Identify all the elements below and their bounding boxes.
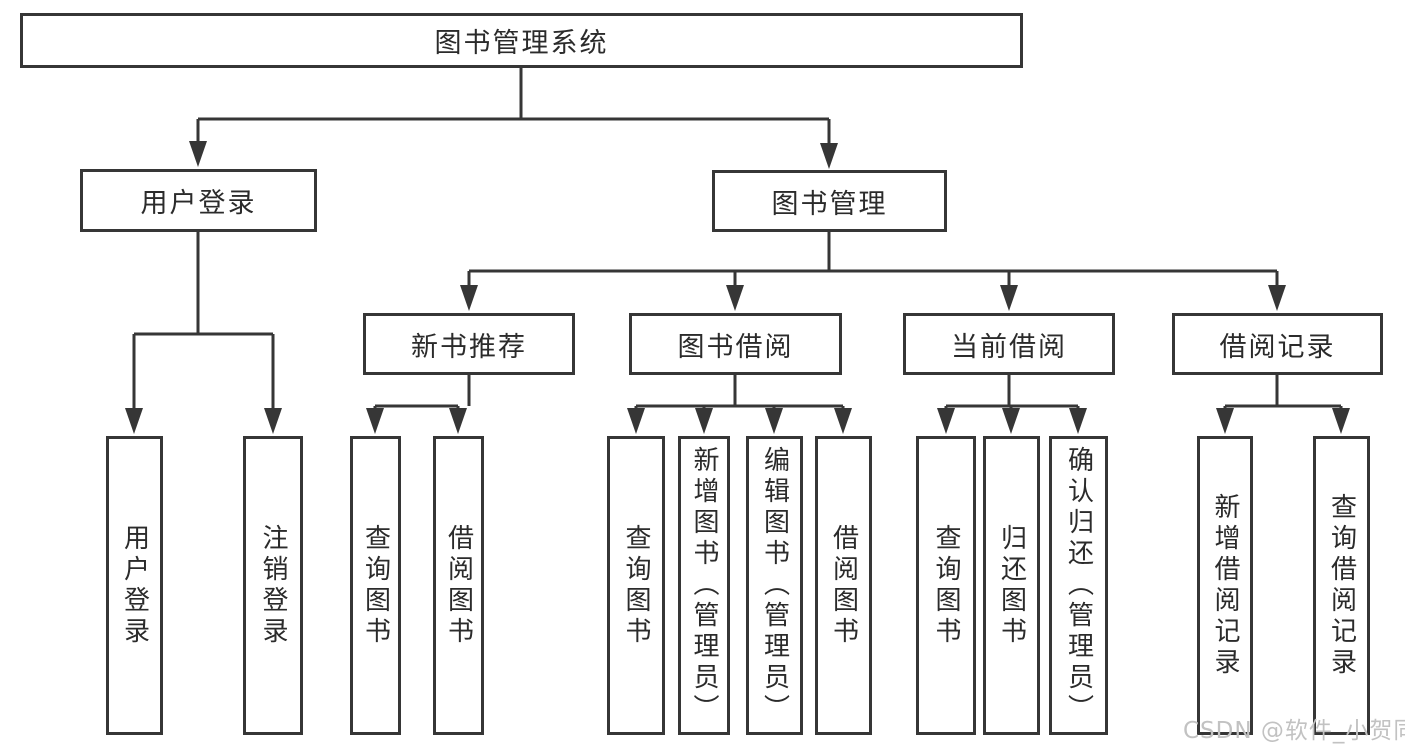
csdn-watermark: CSDN @软件_小贺同学 bbox=[1183, 718, 1405, 744]
node-book-borrow: 图书借阅 bbox=[629, 313, 842, 375]
leaf-label: 新增借阅记录 bbox=[1210, 492, 1240, 679]
arrowhead bbox=[449, 408, 467, 434]
leaf-label: 查询借阅记录 bbox=[1326, 492, 1357, 679]
leaf-label: 用户登录 bbox=[119, 523, 150, 648]
arrowhead bbox=[189, 141, 207, 167]
leaf-label: 归还图书 bbox=[996, 523, 1027, 648]
arrowhead bbox=[264, 408, 282, 434]
leaf-query-book-borrow: 查询图书 bbox=[607, 436, 665, 735]
arrowhead bbox=[1216, 408, 1234, 434]
leaf-edit-book-admin: 编辑图书（管理员） bbox=[746, 436, 803, 735]
arrowhead bbox=[460, 285, 478, 311]
leaf-confirm-return-admin: 确认归还（管理员） bbox=[1049, 436, 1108, 735]
leaf-label: 借阅图书 bbox=[443, 523, 474, 648]
arrowhead bbox=[834, 408, 852, 434]
node-new-book-recommend: 新书推荐 bbox=[363, 313, 575, 375]
leaf-borrow-book: 借阅图书 bbox=[815, 436, 872, 735]
node-user-login-group: 用户登录 bbox=[80, 169, 317, 232]
arrowhead bbox=[765, 408, 783, 434]
node-borrow-records: 借阅记录 bbox=[1172, 313, 1383, 375]
leaf-label: 新增图书（管理员） bbox=[689, 446, 719, 725]
leaf-label: 注销登录 bbox=[258, 523, 288, 648]
leaf-add-borrow-record: 新增借阅记录 bbox=[1197, 436, 1253, 735]
arrowhead bbox=[1332, 408, 1350, 434]
leaf-user-login: 用户登录 bbox=[106, 436, 163, 735]
arrowhead bbox=[125, 408, 143, 434]
arrowhead bbox=[1268, 285, 1286, 311]
leaf-label: 借阅图书 bbox=[828, 523, 859, 648]
leaf-query-book-current: 查询图书 bbox=[916, 436, 976, 735]
leaf-label: 查询图书 bbox=[360, 523, 391, 648]
node-current-borrow: 当前借阅 bbox=[903, 313, 1115, 375]
arrowhead bbox=[695, 408, 713, 434]
arrowhead bbox=[1000, 285, 1018, 311]
arrowhead bbox=[937, 408, 955, 434]
node-root: 图书管理系统 bbox=[20, 13, 1023, 68]
arrowhead bbox=[366, 408, 384, 434]
leaf-borrow-book-recommend: 借阅图书 bbox=[433, 436, 484, 735]
arrowhead bbox=[1069, 408, 1087, 434]
arrowhead-icons bbox=[125, 141, 1350, 434]
node-book-management: 图书管理 bbox=[712, 170, 947, 232]
leaf-return-book: 归还图书 bbox=[983, 436, 1040, 735]
leaf-label: 查询图书 bbox=[621, 523, 651, 648]
leaf-query-borrow-record: 查询借阅记录 bbox=[1313, 436, 1370, 735]
arrowhead bbox=[627, 408, 645, 434]
leaf-add-book-admin: 新增图书（管理员） bbox=[678, 436, 730, 735]
leaf-query-book-recommend: 查询图书 bbox=[350, 436, 401, 735]
arrowhead bbox=[1002, 408, 1020, 434]
arrowhead bbox=[820, 143, 838, 169]
arrowhead bbox=[726, 285, 744, 311]
leaf-label: 查询图书 bbox=[931, 523, 961, 648]
leaf-label: 编辑图书（管理员） bbox=[759, 446, 790, 725]
leaf-logout: 注销登录 bbox=[243, 436, 303, 735]
leaf-label: 确认归还（管理员） bbox=[1063, 446, 1094, 725]
